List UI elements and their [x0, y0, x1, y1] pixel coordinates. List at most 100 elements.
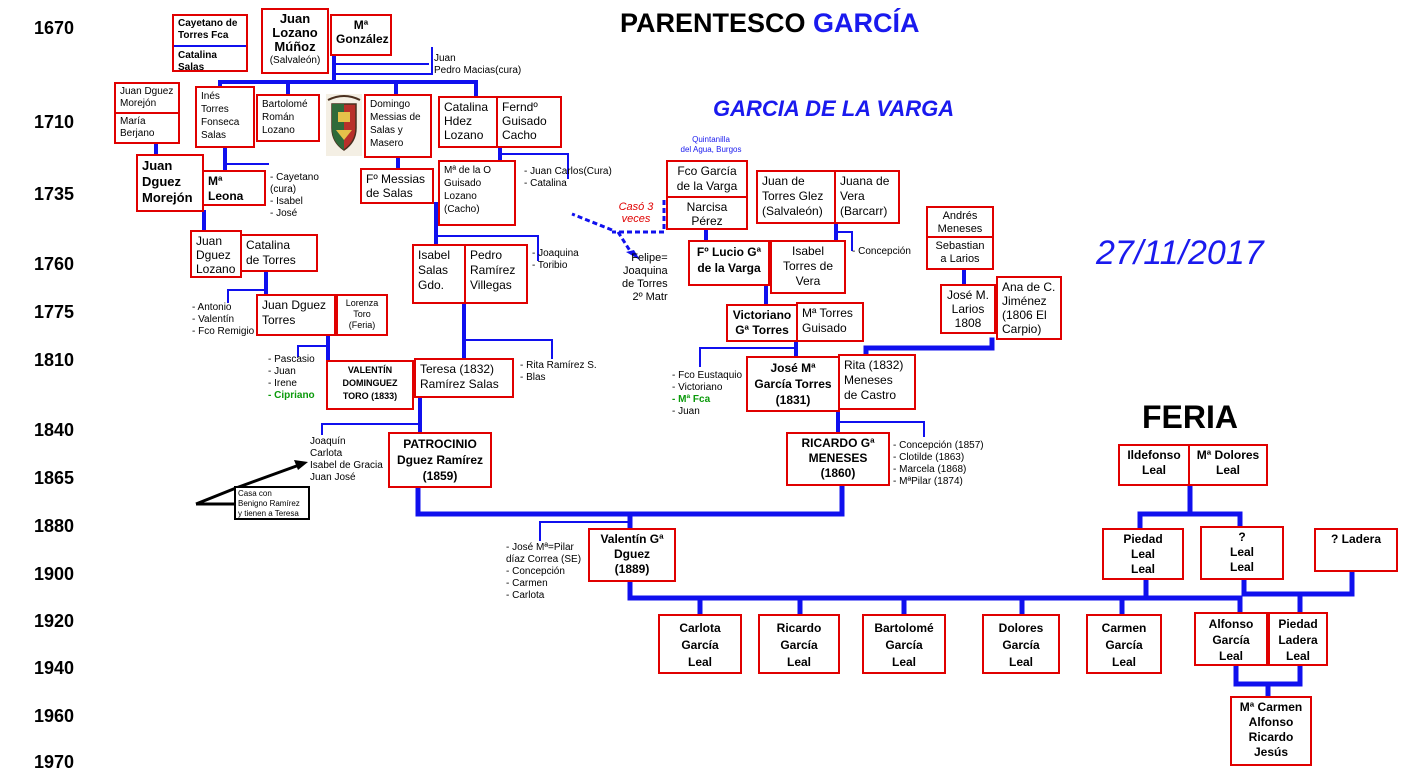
person-narcisa[interactable]: Narcisa Pérez Espejo: [666, 196, 748, 230]
person-valentin-dominguez[interactable]: VALENTÍN DOMINGUEZ TORO (1833): [326, 360, 414, 410]
siblings-note: - Juan Carlos(Cura) - Catalina: [524, 166, 612, 189]
year-label: 1760: [34, 254, 75, 274]
person-victoriano[interactable]: Victoriano Gª Torres: [726, 304, 798, 342]
person-patrocinio[interactable]: PATROCINIO Dguez Ramírez (1859): [388, 432, 492, 488]
year-label: 1970: [34, 752, 75, 772]
person-fernando-guisado[interactable]: Ferndº Guisado Cacho: [496, 96, 562, 148]
person-carmen[interactable]: Carmen García Leal: [1086, 614, 1162, 674]
siblings-note: - Concepción (1857) - Clotilde (1863) - …: [893, 440, 984, 487]
person-name: Ana de C. Jiménez (1806 El Carpio): [1002, 280, 1056, 336]
person-name: Isabel Torres de Vera: [782, 244, 834, 288]
feria-branch-label: FERIA: [1142, 399, 1238, 435]
siblings-note: - Antonio - Valentín - Fco Remigio: [192, 302, 255, 337]
person-ricardo[interactable]: Ricardo García Leal: [758, 614, 840, 674]
person-juan-dguez-torres[interactable]: Juan Dguez Torres: [256, 294, 336, 336]
person-ildefonso[interactable]: Ildefonso Leal: [1118, 444, 1190, 486]
note-text: Casa con Benigno Ramírez y tienen a Tere…: [238, 489, 300, 518]
siblings-list: - Juan: [672, 406, 700, 417]
person-piedad-ladera[interactable]: Piedad Ladera Leal: [1268, 612, 1328, 666]
person-bartolome-roman[interactable]: Bartolomé Román Lozano: [256, 94, 320, 142]
person-isabel-salas[interactable]: Isabel Salas Gdo.: [412, 244, 466, 304]
person-jose-ma-garcia[interactable]: José Mª García Torres (1831): [746, 356, 840, 412]
siblings-note: - Rita Ramírez S. - Blas: [520, 360, 597, 383]
person-cayetano-catalina[interactable]: Cayetano de Torres Fca Catalina Salas: [172, 14, 248, 72]
person-jose-larios[interactable]: José M. Larios 1808: [940, 284, 996, 334]
person-rita-meneses[interactable]: Rita (1832) Meneses de Castro: [838, 354, 916, 410]
person-name: Catalina Hdez Lozano: [444, 100, 489, 142]
person-juan-dguez-morejon-2[interactable]: Juan Dguez Morejón: [136, 154, 204, 212]
year-label: 1735: [34, 184, 75, 204]
person-name: Rita (1832) Meneses de Castro: [844, 358, 904, 402]
person-unknown-leal-leal[interactable]: ? Leal Leal: [1200, 526, 1284, 580]
person-teresa-ramirez[interactable]: Teresa (1832) Ramírez Salas: [414, 358, 514, 398]
person-fo-messias[interactable]: Fº Messias de Salas: [360, 168, 434, 204]
person-ma-torres-guisado[interactable]: Mª Torres Guisado: [796, 302, 864, 342]
highlighted-sibling: - Mª Fca: [672, 394, 711, 405]
person-isabel-torres-vera[interactable]: Isabel Torres de Vera: [770, 240, 846, 294]
person-sebastiana-larios[interactable]: Sebastian a Larios: [926, 236, 994, 270]
person-juan-lozano[interactable]: Juan Lozano Múñoz (Salvaleón): [261, 8, 329, 74]
person-name: Bartolomé Román Lozano: [262, 99, 308, 136]
person-name: PATROCINIO Dguez Ramírez (1859): [396, 437, 484, 483]
person-name: Pedro Ramírez Villegas: [470, 248, 516, 292]
person-dolores[interactable]: Dolores García Leal: [982, 614, 1060, 674]
person-juana-vera[interactable]: Juana de Vera (Barcarr): [834, 170, 900, 224]
person-ricardo-meneses[interactable]: RICARDO Gª MENESES (1860): [786, 432, 890, 486]
person-name: ? Ladera: [1330, 532, 1381, 546]
person-fo-lucio[interactable]: Fº Lucio Gª de la Varga: [688, 240, 770, 286]
person-andres-meneses[interactable]: Andrés Meneses: [926, 206, 994, 238]
person-alfonso[interactable]: Alfonso García Leal: [1194, 612, 1268, 666]
page-title: PARENTESCO GARCÍA: [620, 8, 920, 39]
person-ma-carmen-siblings[interactable]: Mª Carmen Alfonso Ricardo Jesús: [1230, 696, 1312, 766]
person-juan-dguez-morejon[interactable]: Juan Dguez Morejón: [114, 82, 180, 114]
person-name: Carlota García Leal: [679, 621, 721, 669]
person-ma-dolores-leal[interactable]: Mª Dolores Leal: [1188, 444, 1268, 486]
person-name: Mª de la O Guisado Lozano (Cacho): [444, 165, 492, 215]
spouse-note: Felipe= Joaquina de Torres 2º Matr: [622, 252, 668, 303]
person-catalina-torres[interactable]: Catalina de Torres: [240, 234, 318, 272]
divider: [174, 45, 246, 47]
person-carlota[interactable]: Carlota García Leal: [658, 614, 742, 674]
person-name: Fº Messias de Salas: [366, 172, 426, 200]
person-bartolome[interactable]: Bartolomé García Leal: [862, 614, 946, 674]
title-main: PARENTESCO: [620, 8, 806, 38]
branch-subtitle: GARCIA DE LA VARGA: [713, 96, 955, 121]
person-name: RICARDO Gª MENESES (1860): [801, 436, 875, 480]
person-domingo-messias[interactable]: Domingo Messias de Salas y Masero: [364, 94, 432, 158]
year-label: 1960: [34, 706, 75, 726]
person-name: Mª Leona Lozano: [208, 174, 244, 203]
person-name: Teresa (1832) Ramírez Salas: [420, 362, 499, 391]
title-accent: GARCÍA: [813, 8, 920, 38]
person-ana-jimenez[interactable]: Ana de C. Jiménez (1806 El Carpio): [996, 276, 1062, 340]
person-piedad-leal-leal[interactable]: Piedad Leal Leal: [1102, 528, 1184, 580]
person-ines-torres[interactable]: Inés Torres Fonseca Salas: [195, 86, 255, 148]
person-name: Inés Torres Fonseca Salas: [201, 91, 240, 141]
person-name: Catalina Salas: [178, 50, 217, 72]
person-name: José Mª García Torres (1831): [754, 361, 832, 407]
person-ma-de-la-o[interactable]: Mª de la O Guisado Lozano (Cacho): [438, 160, 516, 226]
person-fco-garcia-varga[interactable]: Fco García de la Varga: [666, 160, 748, 198]
person-name: Fco García de la Varga: [676, 164, 738, 193]
siblings-note: Joaquín Carlota Isabel de Gracia Juan Jo…: [310, 436, 383, 483]
person-juan-dguez-lozano[interactable]: Juan Dguez Lozano: [190, 230, 242, 278]
person-lorenza-toro[interactable]: Lorenza Toro (Feria): [336, 294, 388, 336]
person-catalina-hdez[interactable]: Catalina Hdez Lozano: [438, 96, 498, 148]
siblings-note: - Fco Eustaquio - Victoriano - Mª Fca - …: [672, 370, 742, 418]
person-valentin-gdguez[interactable]: Valentín Gª Dguez (1889): [588, 528, 676, 582]
person-maria-berjano[interactable]: María Berjano: [114, 112, 180, 144]
person-ma-leona[interactable]: Mª Leona Lozano: [202, 170, 266, 206]
coat-of-arms-icon: [326, 94, 362, 156]
person-ma-gonzalez[interactable]: Mª González: [330, 14, 392, 56]
person-pedro-ramirez[interactable]: Pedro Ramírez Villegas: [464, 244, 528, 304]
person-juan-torres-glez[interactable]: Juan de Torres Glez (Salvaleón): [756, 170, 836, 224]
person-name: Fº Lucio Gª de la Varga: [696, 245, 762, 275]
person-name: Andrés Meneses: [937, 210, 983, 235]
person-name: Piedad Leal Leal: [1123, 532, 1163, 576]
person-name: Lorenza Toro (Feria): [345, 298, 379, 330]
person-unknown-ladera[interactable]: ? Ladera: [1314, 528, 1398, 572]
person-name: Isabel Salas Gdo.: [418, 248, 451, 292]
person-name: Bartolomé García Leal: [874, 621, 934, 669]
person-name: Ildefonso Leal: [1127, 448, 1181, 477]
person-name: Ferndº Guisado Cacho: [502, 100, 547, 142]
